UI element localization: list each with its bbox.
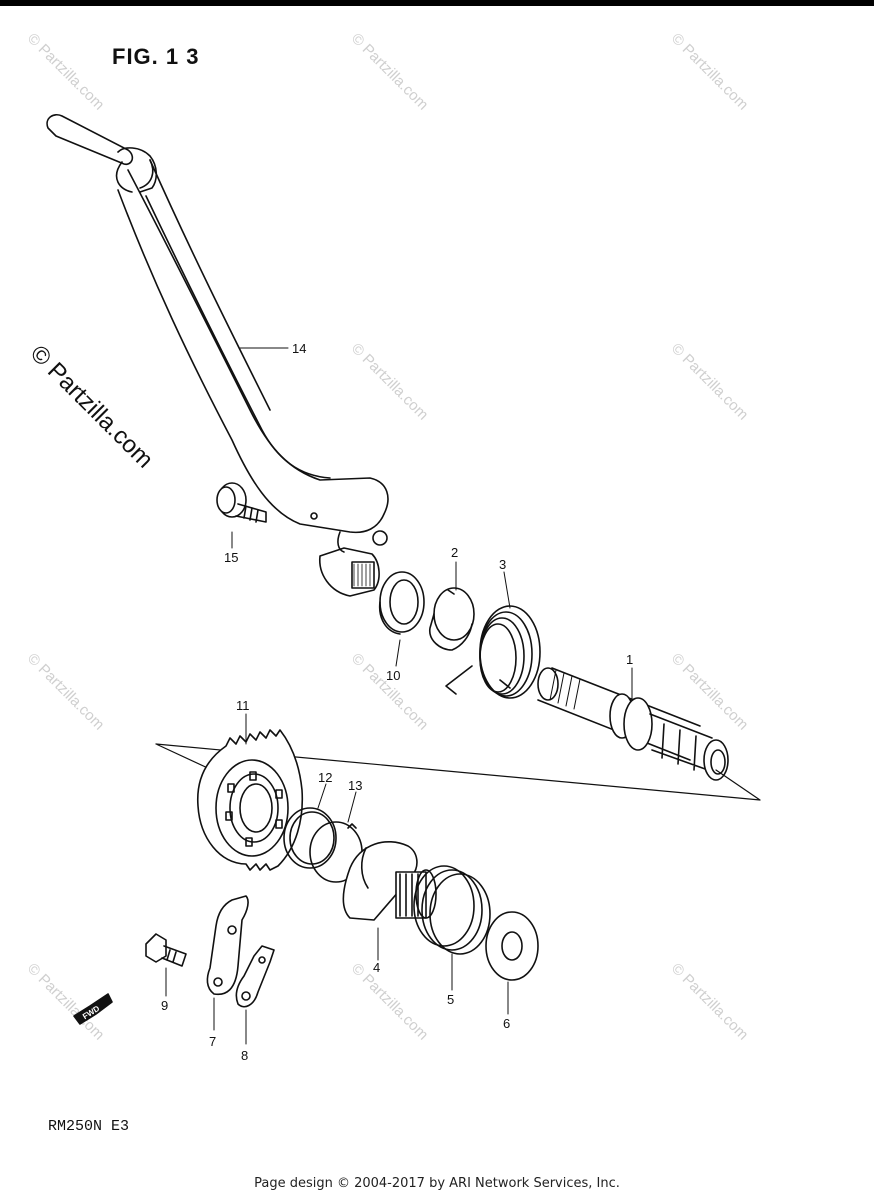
bolt-part-9	[145, 933, 187, 967]
model-code: RM250N E3	[48, 1118, 130, 1135]
callout-14: 14	[292, 341, 306, 356]
callout-15: 15	[224, 550, 238, 565]
plate-part-8	[235, 945, 275, 1008]
bolt-part-15	[216, 482, 267, 523]
figure-title: FIG. 1 3	[112, 44, 200, 69]
callout-7: 7	[209, 1034, 216, 1049]
kick-lever-part-14	[46, 113, 389, 597]
callout-4: 4	[373, 960, 380, 975]
top-border	[0, 0, 874, 6]
callout-2: 2	[451, 545, 458, 560]
washer-part-6	[485, 911, 539, 981]
ring-part-2	[429, 587, 475, 651]
callout-9: 9	[161, 998, 168, 1013]
callout-11: 11	[236, 698, 250, 713]
footer-copyright: Page design © 2004-2017 by ARI Network S…	[254, 1176, 620, 1191]
callout-5: 5	[447, 992, 454, 1007]
bush-part-10	[378, 571, 425, 635]
callout-10: 10	[386, 668, 400, 683]
callout-12: 12	[318, 770, 332, 785]
kick-shaft-part-1	[537, 667, 729, 781]
callout-6: 6	[503, 1016, 510, 1031]
plate-part-7	[206, 895, 249, 996]
callout-13: 13	[348, 778, 362, 793]
spring-part-3	[445, 605, 541, 699]
spring-part-5	[413, 865, 491, 955]
callout-1: 1	[626, 652, 633, 667]
kick-gear-part-11	[196, 729, 304, 871]
callout-3: 3	[499, 557, 506, 572]
fwd-arrow-icon	[73, 993, 113, 1025]
callout-8: 8	[241, 1048, 248, 1063]
